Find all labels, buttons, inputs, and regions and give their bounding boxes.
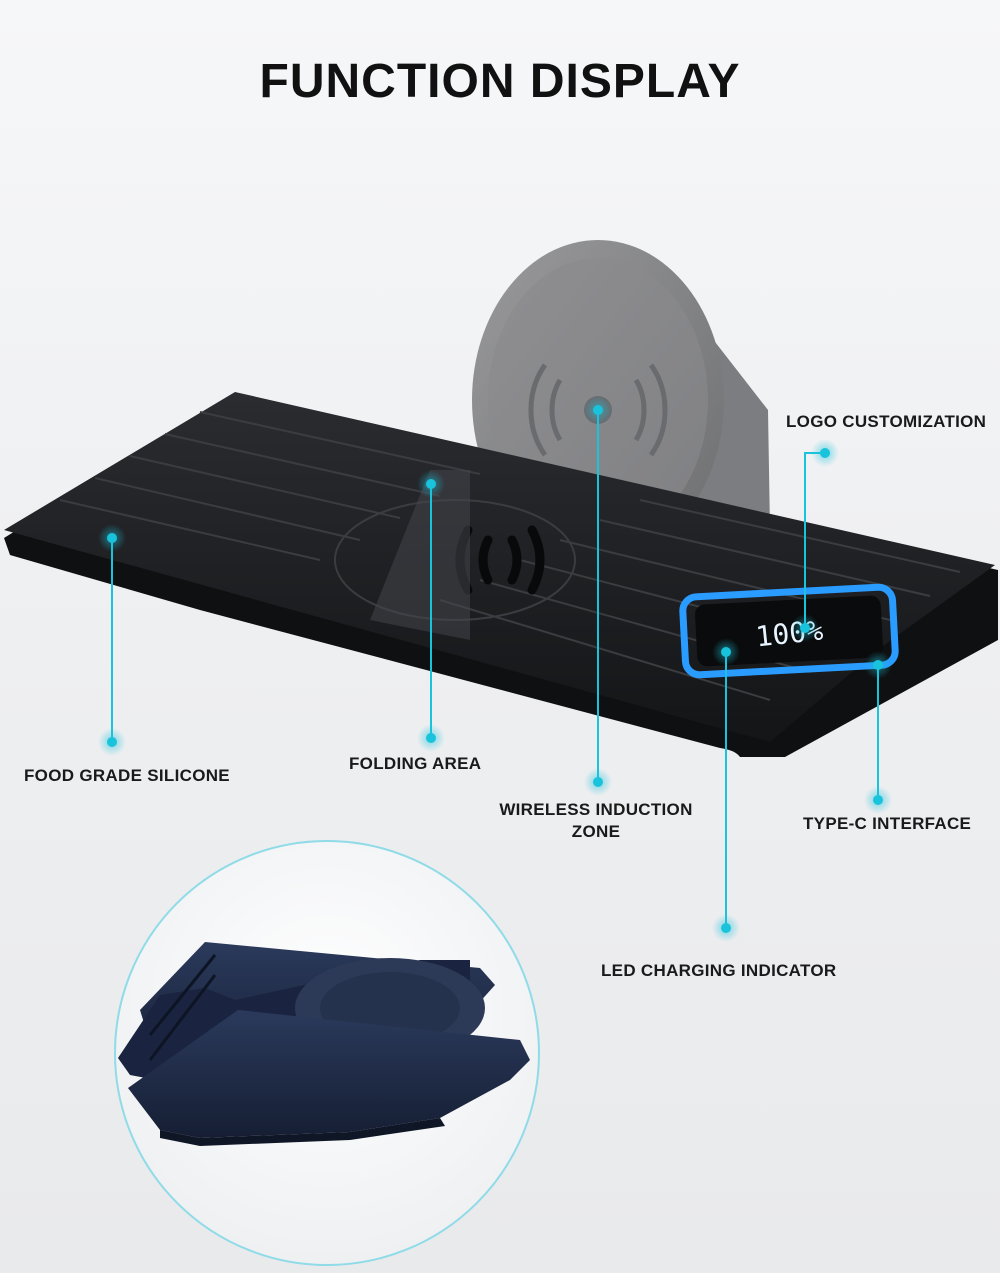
label-type-c-interface: TYPE-C INTERFACE — [803, 814, 972, 833]
label-wireless-induction-zone: WIRELESS INDUCTION ZONE — [496, 799, 696, 843]
callout-dots — [98, 396, 892, 942]
page-title: FUNCTION DISPLAY — [259, 55, 741, 108]
label-folding-area: FOLDING AREA — [349, 754, 482, 773]
label-food-grade-silicone: FOOD GRADE SILICONE — [24, 766, 230, 785]
callout-lines — [111, 410, 879, 928]
label-led-charging-indicator: LED CHARGING INDICATOR — [601, 961, 837, 980]
label-logo-customization: LOGO CUSTOMIZATION — [786, 412, 987, 431]
led-display: 100% — [679, 583, 899, 679]
label-wireless-line-1: WIRELESS INDUCTION — [499, 800, 693, 819]
label-wireless-line-2: ZONE — [571, 822, 621, 841]
folded-view-circle — [114, 840, 540, 1266]
